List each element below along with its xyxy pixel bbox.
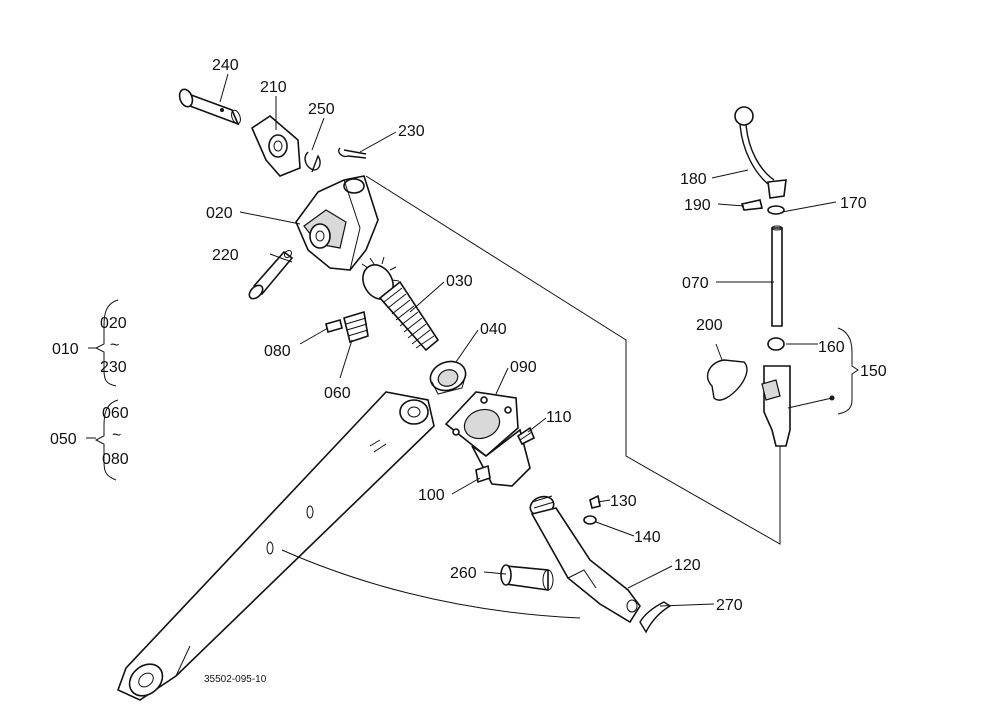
lever-180: [734, 106, 787, 199]
nipple-080: [325, 319, 343, 333]
fitting-060: [343, 310, 369, 344]
callout-230: 230: [398, 123, 425, 140]
collar-160: [767, 337, 785, 351]
callout-170: 170: [840, 195, 867, 212]
pin-260: [500, 564, 554, 591]
callout-120: 120: [674, 557, 701, 574]
callout-250: 250: [308, 101, 335, 118]
bracket-group-150: [837, 327, 859, 415]
lift-rod-120: [529, 495, 641, 624]
callout-030: 030: [446, 273, 473, 290]
clip-200: [706, 359, 748, 401]
ring-170: [767, 205, 785, 215]
callout-020: 020: [206, 205, 233, 222]
callout-220: 220: [212, 247, 239, 264]
callout-180: 180: [680, 171, 707, 188]
screw-030: [361, 256, 440, 352]
callout-070: 070: [682, 275, 709, 292]
split-pin-230: [338, 147, 367, 159]
callout-100: 100: [418, 487, 445, 504]
pin-240: [178, 88, 241, 126]
callout-080: 080: [264, 343, 291, 360]
reference-lines: [281, 175, 781, 619]
callout-150: 150: [860, 363, 887, 380]
callout-130: 130: [610, 493, 637, 510]
bracket-group-010: [88, 299, 119, 387]
callout-260: 260: [450, 565, 477, 582]
clevis-210: [250, 114, 301, 177]
callout-140: 140: [634, 529, 661, 546]
callout-240: 240: [212, 57, 239, 74]
key-190: [740, 199, 763, 211]
pin-220: [248, 249, 294, 300]
callout-110: 110: [546, 409, 572, 426]
nut-040: [429, 360, 467, 395]
callout-labels: 240 210 250 230 020 220 030 080 060 040 …: [206, 57, 887, 614]
group-id-010: 010: [52, 341, 79, 358]
group-id-050: 050: [50, 431, 77, 448]
washer-140: [583, 515, 597, 525]
bracket-020: [295, 175, 379, 271]
callout-210: 210: [260, 79, 287, 96]
callout-270: 270: [716, 597, 743, 614]
leader-lines: [219, 73, 837, 607]
group-label-010: 010 020 ~ 230: [52, 315, 127, 376]
group-from-020: 020: [100, 315, 127, 332]
group-to-080: 080: [102, 451, 129, 468]
grease-nipple-130: [589, 494, 601, 509]
clip-270: [639, 601, 672, 634]
group-sep-010: ~: [110, 337, 119, 354]
callout-060: 060: [324, 385, 351, 402]
clip-250: [304, 151, 321, 173]
bolt-110: [516, 426, 536, 446]
group-from-060: 060: [102, 405, 129, 422]
lever-shaft-150: [761, 365, 835, 447]
group-label-050: 050 060 ~ 080: [50, 405, 129, 468]
lift-arm: [116, 391, 435, 701]
drawing-number: 35502-095-10: [204, 674, 267, 685]
shaft-070: [771, 225, 783, 327]
callout-200: 200: [696, 317, 723, 334]
callout-160: 160: [818, 339, 845, 356]
callout-190: 190: [684, 197, 711, 214]
group-to-230: 230: [100, 359, 127, 376]
bracket-group-050: [86, 399, 119, 481]
group-sep-050: ~: [112, 427, 121, 444]
callout-090: 090: [510, 359, 537, 376]
callout-040: 040: [480, 321, 507, 338]
